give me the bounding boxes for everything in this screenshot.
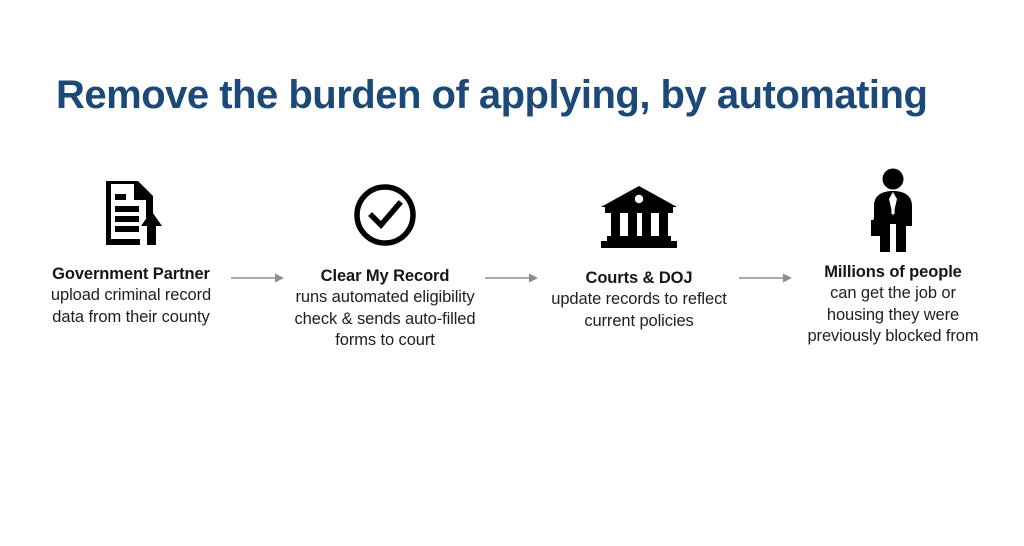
document-upload-icon	[100, 170, 162, 256]
flow-step-clear-my-record: Clear My Record runs automated eligibili…	[294, 168, 476, 351]
check-circle-icon	[352, 172, 418, 258]
person-briefcase-icon	[865, 168, 921, 254]
process-flow: Government Partner upload criminal recor…	[40, 168, 984, 351]
flow-connector	[222, 168, 294, 284]
arrow-right-icon	[231, 272, 285, 284]
flow-step-heading: Government Partner	[52, 265, 210, 283]
flow-step-courts-doj: Courts & DOJ update records to reflect c…	[548, 168, 730, 332]
flow-step-body: upload criminal record data from their c…	[50, 286, 212, 326]
flow-step-heading: Courts & DOJ	[585, 269, 693, 287]
flow-step-heading: Clear My Record	[320, 267, 450, 285]
flow-connector	[476, 168, 548, 284]
flow-step-body: runs automated eligibility check & sends…	[294, 288, 476, 349]
flow-step-millions-of-people: Millions of people can get the job or ho…	[802, 168, 984, 347]
flow-step-body: can get the job or housing they were pre…	[807, 284, 979, 345]
arrow-right-icon	[485, 272, 539, 284]
arrow-right-icon	[739, 272, 793, 284]
courthouse-icon	[601, 174, 677, 260]
flow-step-heading: Millions of people	[824, 263, 962, 281]
flow-connector	[730, 168, 802, 284]
flow-step-body: update records to reflect current polici…	[551, 290, 727, 330]
page-title: Remove the burden of applying, by automa…	[56, 73, 928, 117]
flow-step-government-partner: Government Partner upload criminal recor…	[40, 168, 222, 328]
